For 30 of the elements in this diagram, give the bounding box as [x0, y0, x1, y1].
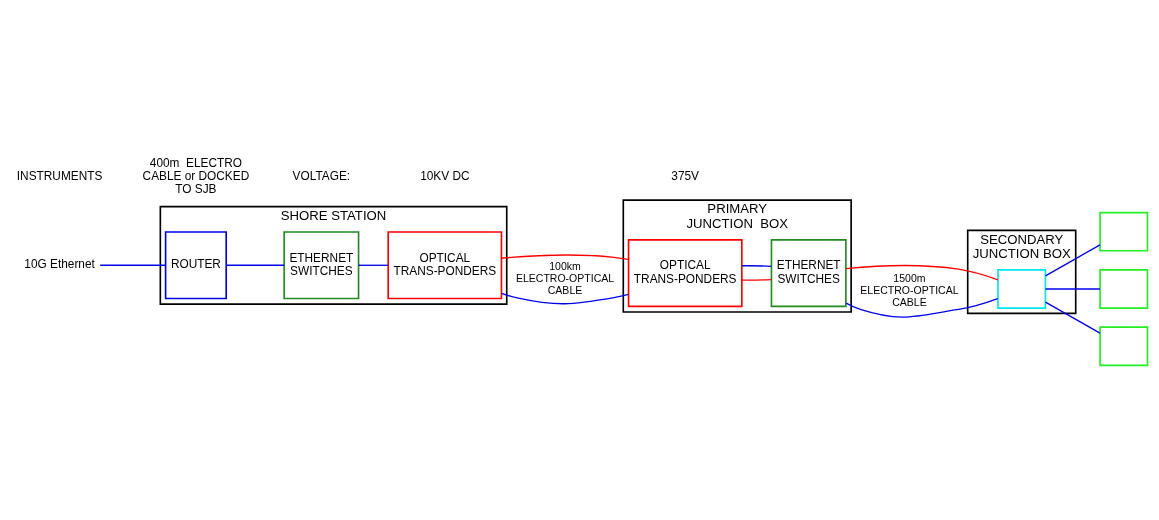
label: VOLTAGE: — [292, 168, 351, 183]
connector — [358, 264, 389, 266]
node-box: ROUTER — [164, 231, 228, 300]
connector — [845, 297, 999, 318]
connector — [741, 278, 772, 281]
label: INSTRUMENTS — [16, 168, 103, 183]
node-box: OPTICAL TRANS-PONDERS — [387, 231, 503, 300]
node-box: ETHERNET SWITCHES — [283, 231, 360, 300]
node-text: 10G Ethernet — [24, 257, 95, 272]
node-box — [997, 269, 1047, 309]
connector — [1044, 288, 1101, 290]
connector — [99, 264, 167, 266]
edge-label: 1500m ELECTRO-OPTICAL CABLE — [860, 272, 959, 308]
label: 10KV DC — [420, 168, 470, 183]
connector — [225, 264, 285, 266]
cluster: SECONDARY JUNCTION BOX — [966, 229, 1077, 315]
label: 375V — [671, 168, 700, 183]
node-box: ETHERNET SWITCHES — [770, 239, 847, 308]
node-box — [1099, 326, 1149, 367]
connector — [500, 292, 630, 305]
node-box — [1099, 269, 1149, 309]
label: 400m ELECTRO CABLE or DOCKED TO SJB — [142, 155, 250, 197]
connector — [845, 264, 999, 281]
connector — [1044, 244, 1101, 277]
node-box — [1099, 211, 1149, 252]
connector — [500, 254, 630, 261]
connector — [1044, 301, 1101, 334]
node-box: OPTICAL TRANS-PONDERS — [627, 239, 743, 308]
connector — [741, 265, 772, 267]
edge-label: 100km ELECTRO-OPTICAL CABLE — [515, 260, 615, 297]
